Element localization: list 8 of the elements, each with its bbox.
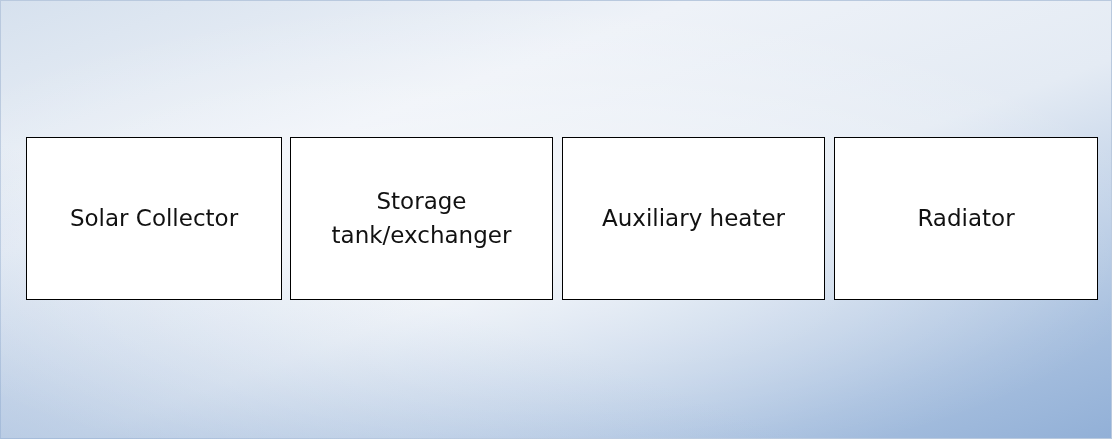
box-label: Auxiliary heater	[601, 203, 786, 233]
process-box	[562, 137, 825, 300]
process-box	[26, 137, 282, 300]
box-label: Solar Collector	[68, 203, 240, 233]
box-label: Storage tank/exchanger	[330, 187, 513, 250]
process-box	[290, 137, 553, 300]
process-box	[834, 137, 1098, 300]
box-label: Radiator	[916, 203, 1016, 233]
